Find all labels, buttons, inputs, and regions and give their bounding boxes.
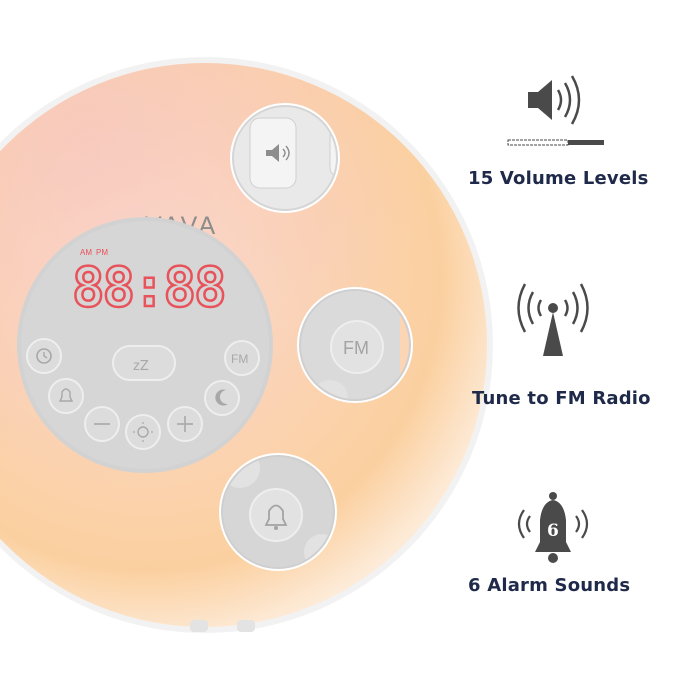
plus-button[interactable] [167,406,203,442]
alarm-button[interactable] [48,378,84,414]
speaker-volume-icon [507,75,604,146]
svg-text:FM: FM [231,352,248,366]
night-mode-button[interactable] [204,380,240,416]
pm-indicator: PM [96,248,108,257]
alarm-button-callout [219,453,337,571]
radio-tower-icon [517,283,589,356]
alarm-count-badge: 6 [547,521,559,541]
volume-level-bar [507,139,604,146]
am-indicator: AM [80,248,92,257]
brightness-button[interactable] [125,414,161,450]
features-column: 15 Volume Levels Tune to FM Radio 6 6 Al… [440,0,700,700]
minus-button[interactable] [84,406,120,442]
fm-button[interactable]: FM [224,340,260,376]
snooze-button[interactable]: zZ [112,345,176,381]
clock-digits: 88:88 [72,256,225,319]
volume-feature-label: 15 Volume Levels [468,168,649,189]
alarm-feature-label: 6 Alarm Sounds [468,575,631,596]
volume-feature-icon [440,68,700,150]
clock-button[interactable] [26,338,62,374]
lamp-body [0,57,493,633]
svg-text:zZ: zZ [133,359,149,374]
clock-display: AM PM 88:88 [71,248,228,320]
alarm-feature-icon: 6 [440,490,700,565]
svg-text:FM: FM [343,338,369,358]
alarm-bell-icon: 6 [517,492,589,563]
fm-button-callout: FM [297,287,413,403]
volume-knob-callout [230,103,340,213]
fm-feature-label: Tune to FM Radio [472,388,651,409]
fm-feature-icon [440,278,700,360]
